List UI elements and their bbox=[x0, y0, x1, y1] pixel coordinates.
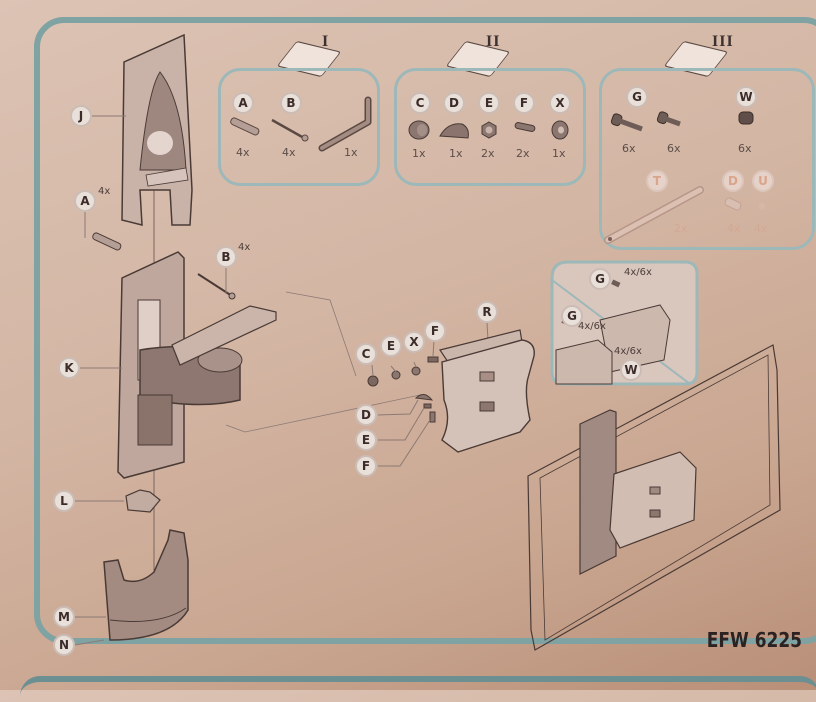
nut-E-lower bbox=[423, 403, 432, 409]
inset-badge-W: W bbox=[620, 359, 642, 381]
part-badge-K: K bbox=[58, 357, 80, 379]
part-qty: 6x bbox=[738, 142, 752, 155]
spacer-icon bbox=[738, 111, 754, 125]
cap-nut-icon bbox=[408, 120, 430, 140]
part-badge-R: R bbox=[476, 301, 498, 323]
part-badge-A: A bbox=[74, 190, 96, 212]
inset-badge-G: G bbox=[561, 305, 583, 327]
part-qty: 4x bbox=[238, 242, 251, 253]
part-qty: 2x bbox=[674, 222, 688, 235]
part-badge-M: M bbox=[53, 606, 75, 628]
pin-F bbox=[427, 356, 439, 363]
part-qty: 6x bbox=[622, 142, 636, 155]
part-qty: 1x bbox=[344, 146, 358, 159]
cover-cap-D bbox=[414, 394, 434, 401]
short-bolt-icon bbox=[656, 111, 681, 127]
washer-icon bbox=[551, 120, 569, 140]
allen-key-icon bbox=[318, 96, 372, 152]
part-badge: G bbox=[626, 86, 648, 108]
part-badge-X: X bbox=[403, 331, 425, 353]
part-qty: 4x bbox=[282, 146, 296, 159]
page-border bbox=[34, 17, 816, 644]
part-qty: 4x bbox=[98, 186, 111, 197]
part-qty: 2x bbox=[481, 147, 495, 160]
part-badge: X bbox=[549, 92, 571, 114]
vesa-plate-R bbox=[439, 329, 535, 453]
part-qty: 6x bbox=[667, 142, 681, 155]
part-qty: 1x bbox=[449, 147, 463, 160]
part-badge: U bbox=[752, 170, 774, 192]
clip-L bbox=[125, 489, 161, 513]
part-badge: C bbox=[409, 92, 431, 114]
wall-plug-A bbox=[92, 232, 122, 251]
inset-qty: 4x/6x bbox=[614, 346, 642, 357]
part-badge-D: D bbox=[355, 404, 377, 426]
dowel-icon bbox=[724, 197, 742, 211]
detail-inset bbox=[550, 260, 699, 386]
kit-box bbox=[599, 68, 815, 250]
cover-cap-icon bbox=[439, 123, 469, 139]
kit-title: I bbox=[322, 33, 330, 50]
inset-qty: 4x/6x bbox=[624, 267, 652, 278]
part-badge-F-lower: F bbox=[355, 455, 377, 477]
part-badge: F bbox=[513, 92, 535, 114]
part-badge: A bbox=[232, 92, 254, 114]
part-badge-E-lower: E bbox=[355, 429, 377, 451]
part-badge-F: F bbox=[424, 320, 446, 342]
part-qty: 1x bbox=[412, 147, 426, 160]
inset-qty: 4x/6x bbox=[578, 321, 606, 332]
model-number: EFW 6225 bbox=[706, 628, 802, 652]
pin-icon bbox=[514, 122, 536, 132]
screw-B bbox=[197, 273, 236, 300]
part-qty: 4x bbox=[727, 222, 741, 235]
part-badge: T bbox=[646, 170, 668, 192]
part-badge: B bbox=[280, 92, 302, 114]
screw-icon bbox=[271, 118, 309, 142]
small-washer-icon bbox=[759, 203, 765, 209]
part-badge: E bbox=[478, 92, 500, 114]
wall-bracket-K bbox=[117, 251, 277, 479]
wall-plug-icon bbox=[230, 117, 260, 136]
part-badge: W bbox=[735, 86, 757, 108]
bottom-cover-MN bbox=[103, 529, 189, 641]
tv-mounted-illustration bbox=[527, 344, 781, 651]
part-badge-B: B bbox=[215, 246, 237, 268]
kit-box bbox=[218, 68, 380, 186]
long-bolt-icon bbox=[610, 113, 643, 132]
part-qty: 2x bbox=[516, 147, 530, 160]
part-badge-L: L bbox=[53, 490, 75, 512]
part-badge: D bbox=[722, 170, 744, 192]
part-badge-N: N bbox=[53, 634, 75, 656]
cap-nut-C bbox=[367, 375, 379, 387]
part-badge-E: E bbox=[380, 335, 402, 357]
part-qty: 1x bbox=[552, 147, 566, 160]
inset-badge-G: G bbox=[589, 268, 611, 290]
next-section-border bbox=[20, 676, 816, 702]
kit-box bbox=[394, 68, 586, 186]
kit-title: III bbox=[712, 33, 734, 50]
nut-E bbox=[391, 370, 401, 380]
part-badge-J: J bbox=[70, 105, 92, 127]
part-qty: 4x bbox=[236, 146, 250, 159]
part-badge-C: C bbox=[355, 343, 377, 365]
part-badge: D bbox=[443, 92, 465, 114]
kit-title: II bbox=[486, 33, 501, 50]
washer-X bbox=[411, 366, 421, 376]
strap-icon bbox=[604, 186, 704, 244]
nut-icon bbox=[481, 121, 497, 139]
pin-F-lower bbox=[429, 411, 436, 423]
part-qty: 4x bbox=[754, 222, 768, 235]
wall-cover-J bbox=[121, 33, 193, 226]
